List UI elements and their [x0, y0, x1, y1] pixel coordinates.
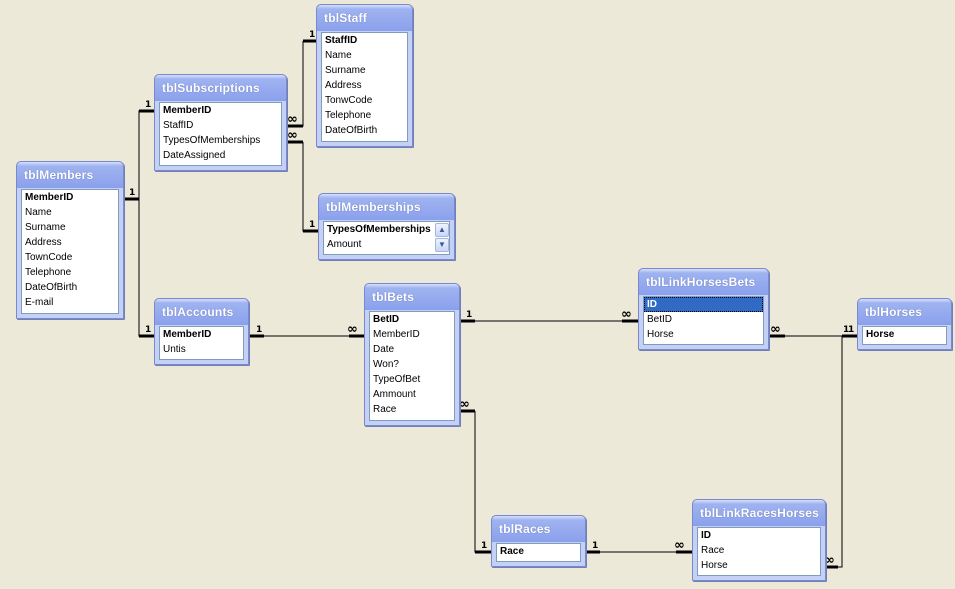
cardinality-one: 1 [129, 188, 135, 198]
relationship-horses-linkraceshorses[interactable] [838, 336, 843, 568]
field-item[interactable]: Date [373, 344, 395, 355]
field-item[interactable]: Won? [373, 359, 399, 370]
field-item[interactable]: BetID [647, 314, 673, 325]
field-item[interactable]: E-mail [25, 297, 54, 308]
cardinality-many: ∞ [621, 307, 632, 322]
cardinality-one: 1 [256, 325, 262, 335]
scroll-down-icon[interactable]: ▼ [435, 238, 449, 252]
field-item[interactable]: DateOfBirth [325, 125, 378, 136]
field-item[interactable]: Name [25, 207, 52, 218]
field-list-linkhorsesbets[interactable]: ID BetID Horse [643, 296, 764, 345]
relationship-subscriptions-memberships[interactable] [302, 142, 318, 232]
cardinality-one: 1 [592, 541, 598, 551]
field-item[interactable]: StaffID [163, 120, 194, 131]
table-window-subscriptions[interactable]: tblSubscriptions MemberID StaffID TypesO… [154, 74, 287, 171]
field-item[interactable]: Horse [647, 329, 674, 340]
cardinality-many: ∞ [674, 538, 685, 553]
cardinality-many: ∞ [287, 112, 298, 127]
table-window-linkraceshorses[interactable]: tblLinkRacesHorses ID Race Horse [692, 499, 826, 581]
field-list-linkraceshorses[interactable]: ID Race Horse [697, 527, 821, 576]
cardinality-one: 1 [145, 100, 151, 110]
table-window-linkhorsesbets[interactable]: tblLinkHorsesBets ID BetID Horse [638, 268, 769, 350]
field-item[interactable]: Untis [163, 344, 186, 355]
field-item[interactable]: TypeOfBet [373, 374, 421, 385]
field-item[interactable]: Address [25, 237, 62, 248]
table-title-linkraceshorses[interactable]: tblLinkRacesHorses [700, 506, 819, 520]
relationship-bets-races[interactable] [474, 411, 491, 553]
field-item[interactable]: MemberID [163, 105, 212, 116]
field-item[interactable]: Telephone [25, 267, 72, 278]
field-list-memberships[interactable]: TypesOfMemberships Amount ▲ ▼ [323, 221, 450, 255]
field-item[interactable]: Race [373, 404, 397, 415]
field-list-members[interactable]: MemberID Name Surname Address TownCode T… [21, 189, 119, 314]
cardinality-one: 1 [309, 30, 315, 40]
relationship-members-subscriptions[interactable] [138, 110, 154, 199]
table-title-races[interactable]: tblRaces [499, 522, 551, 536]
table-title-bets[interactable]: tblBets [372, 290, 415, 304]
table-title-staff[interactable]: tblStaff [324, 11, 367, 25]
relationship-members-accounts[interactable] [138, 199, 154, 337]
table-title-members[interactable]: tblMembers [24, 168, 94, 182]
field-item[interactable]: Address [325, 80, 362, 91]
cardinality-one: 1 [481, 541, 487, 551]
field-item[interactable]: MemberID [25, 192, 74, 203]
cardinality-one: 1 [466, 310, 472, 320]
field-item[interactable]: Race [500, 546, 524, 557]
field-item[interactable]: Ammount [373, 389, 416, 400]
field-item[interactable]: Telephone [325, 110, 372, 121]
field-item-selected[interactable]: ID [644, 297, 763, 312]
field-item[interactable]: TonwCode [325, 95, 373, 106]
field-list-accounts[interactable]: MemberID Untis [159, 326, 244, 360]
field-item[interactable]: Surname [25, 222, 66, 233]
field-item[interactable]: TownCode [25, 252, 73, 263]
field-item[interactable]: BetID [373, 314, 400, 325]
field-item[interactable]: DateOfBirth [25, 282, 78, 293]
field-item[interactable]: MemberID [373, 329, 420, 340]
field-item[interactable]: Name [325, 50, 352, 61]
field-item[interactable]: Race [701, 545, 725, 556]
table-title-linkhorsesbets[interactable]: tblLinkHorsesBets [646, 275, 756, 289]
table-window-horses[interactable]: tblHorses Horse [857, 298, 952, 350]
table-window-members[interactable]: tblMembers MemberID Name Surname Address… [16, 161, 124, 319]
table-window-accounts[interactable]: tblAccounts MemberID Untis [154, 298, 249, 365]
scroll-up-icon[interactable]: ▲ [435, 223, 449, 237]
table-window-races[interactable]: tblRaces Race [491, 515, 586, 567]
field-list-races[interactable]: Race [496, 543, 581, 562]
field-list-subscriptions[interactable]: MemberID StaffID TypesOfMemberships Date… [159, 102, 282, 166]
cardinality-one: 1 [843, 325, 849, 335]
field-item[interactable]: ID [701, 530, 711, 541]
table-title-memberships[interactable]: tblMemberships [326, 200, 421, 214]
field-item[interactable]: StaffID [325, 35, 358, 46]
field-list-horses[interactable]: Horse [862, 326, 947, 345]
cardinality-one: 1 [848, 325, 854, 335]
table-title-accounts[interactable]: tblAccounts [162, 305, 234, 319]
field-item[interactable]: MemberID [163, 329, 212, 340]
cardinality-many: ∞ [770, 322, 781, 337]
field-list-bets[interactable]: BetID MemberID Date Won? TypeOfBet Ammou… [369, 311, 455, 421]
table-title-subscriptions[interactable]: tblSubscriptions [162, 81, 260, 95]
field-item[interactable]: Horse [701, 560, 728, 571]
field-item[interactable]: Surname [325, 65, 366, 76]
field-item[interactable]: TypesOfMemberships [327, 224, 431, 235]
field-item[interactable]: Amount [327, 239, 362, 250]
field-list-staff[interactable]: StaffID Name Surname Address TonwCode Te… [321, 32, 408, 142]
cardinality-many: ∞ [287, 128, 298, 143]
cardinality-one: 1 [309, 220, 315, 230]
table-window-memberships[interactable]: tblMemberships TypesOfMemberships Amount… [318, 193, 455, 260]
field-item[interactable]: Horse [866, 329, 895, 340]
field-item[interactable]: DateAssigned [163, 150, 226, 161]
table-title-horses[interactable]: tblHorses [865, 305, 923, 319]
table-window-bets[interactable]: tblBets BetID MemberID Date Won? TypeOfB… [364, 283, 460, 426]
table-window-staff[interactable]: tblStaff StaffID Name Surname Address To… [316, 4, 413, 147]
cardinality-many: ∞ [347, 322, 358, 337]
cardinality-many: ∞ [459, 397, 470, 412]
cardinality-one: 1 [145, 325, 151, 335]
cardinality-many: ∞ [824, 553, 835, 568]
field-item[interactable]: TypesOfMemberships [163, 135, 261, 146]
